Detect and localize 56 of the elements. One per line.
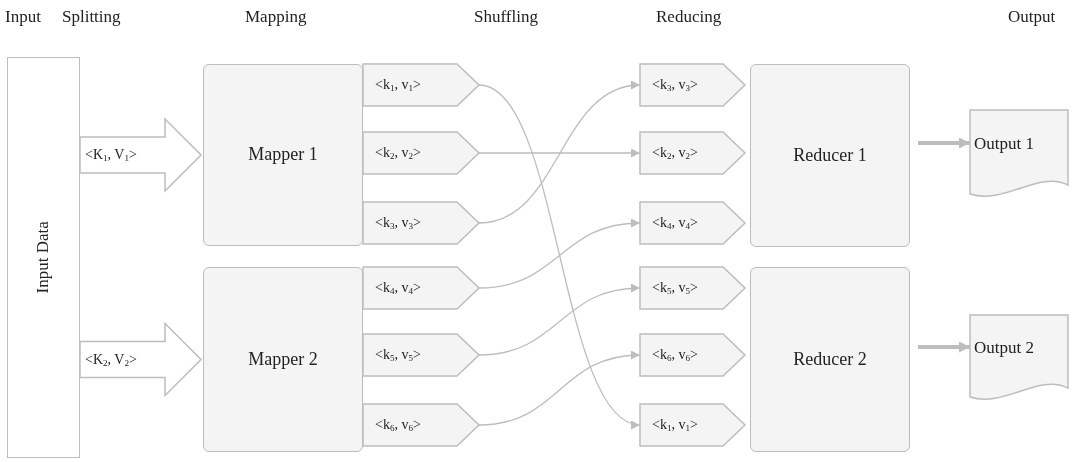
node-label: Reducer 1 xyxy=(793,145,867,166)
node-label: Reducer 2 xyxy=(793,349,867,370)
column-heading: Reducing xyxy=(656,7,722,27)
key-value-tag xyxy=(363,202,479,244)
arrow xyxy=(478,148,641,158)
arrow xyxy=(478,84,641,427)
key-value-tag xyxy=(363,404,479,446)
arrow xyxy=(478,81,641,224)
block-arrow xyxy=(79,117,203,193)
node-label: <k$_{1}$, v$_{1}$> xyxy=(375,77,421,93)
data-box xyxy=(7,57,80,458)
key-value-tag xyxy=(640,334,745,376)
node-label: <k$_{2}$, v$_{2}$> xyxy=(375,145,421,161)
key-value-tag xyxy=(640,132,745,174)
node-label: Mapper 1 xyxy=(248,145,318,165)
key-value-tag xyxy=(640,202,745,244)
key-value-tag xyxy=(363,64,479,106)
column-heading: Input xyxy=(5,7,41,27)
node-label: <k$_{2}$, v$_{2}$> xyxy=(652,145,698,161)
process-box xyxy=(203,64,363,246)
arrow xyxy=(918,137,970,149)
arrow xyxy=(478,351,641,426)
node-label: <k$_{5}$, v$_{5}$> xyxy=(652,280,698,296)
node-label: <k$_{5}$, v$_{5}$> xyxy=(375,347,421,363)
key-value-tag xyxy=(363,334,479,376)
key-value-tag xyxy=(363,132,479,174)
process-box xyxy=(750,64,910,247)
column-heading: Mapping xyxy=(245,7,307,27)
process-box xyxy=(750,267,910,452)
node-label: Mapper 2 xyxy=(248,349,318,370)
block-arrow xyxy=(79,321,203,398)
node-label: <k$_{6}$, v$_{6}$> xyxy=(652,347,698,363)
node-label: <k$_{1}$, v$_{1}$> xyxy=(652,417,698,433)
column-heading: Splitting xyxy=(62,7,121,27)
node-label: <k$_{6}$, v$_{6}$> xyxy=(375,417,421,433)
key-value-tag xyxy=(640,64,745,106)
node-label: <k$_{3}$, v$_{3}$> xyxy=(652,77,698,93)
key-value-tag xyxy=(640,404,745,446)
key-value-tag xyxy=(640,267,745,309)
node-label: <k$_{3}$, v$_{3}$> xyxy=(375,215,421,231)
node-label: Input Data xyxy=(34,221,53,294)
document-shape xyxy=(970,315,1068,403)
column-heading: Output xyxy=(1008,7,1056,27)
edge-label: <K$_{2}$, V$_{2}$> xyxy=(85,351,137,368)
process-box xyxy=(203,267,363,452)
node-label: Output 2 xyxy=(974,338,1034,358)
document-shape xyxy=(970,110,1068,200)
arrow xyxy=(918,341,970,353)
edge-label: <K$_{1}$, V$_{1}$> xyxy=(85,147,137,163)
node-label: <k$_{4}$, v$_{4}$> xyxy=(375,280,421,296)
key-value-tag xyxy=(363,267,479,309)
arrow xyxy=(478,219,641,289)
column-heading: Shuffling xyxy=(474,7,538,27)
node-label: Output 1 xyxy=(974,134,1034,154)
node-label: <k$_{4}$, v$_{4}$> xyxy=(652,215,698,231)
arrow xyxy=(478,284,641,356)
